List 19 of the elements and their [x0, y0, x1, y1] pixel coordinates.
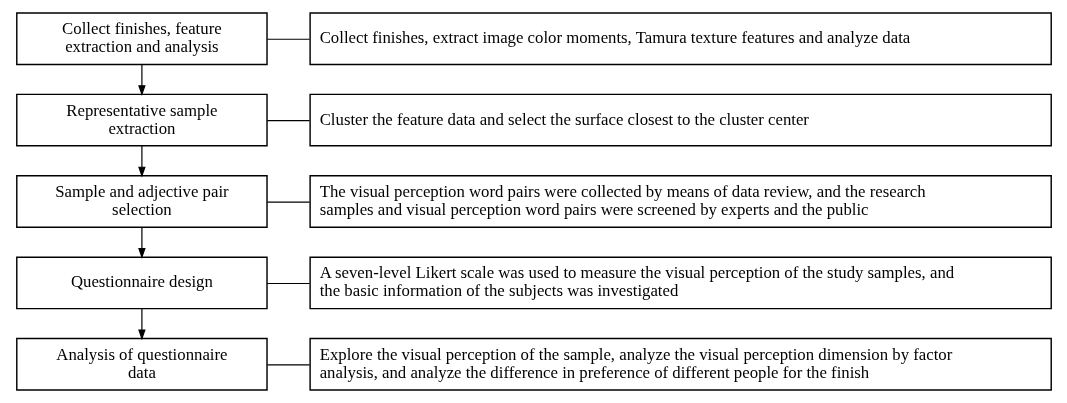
node-box: Questionnaire design	[15, 256, 268, 310]
node-box: The visual perception word pairs were collected by means of data review, and the research samples and visual perception word pairs were screened by experts and the public	[308, 175, 1052, 228]
node-box: A seven-level Likert scale was used to measure the visual perception of the study samples, and the basic information of the subjects was investigated	[308, 256, 1052, 310]
arrow	[137, 226, 146, 259]
arrow	[137, 145, 146, 178]
arrow	[137, 63, 146, 97]
connector	[266, 201, 310, 203]
node-box: Representative sample extraction	[15, 93, 268, 147]
connector	[266, 38, 310, 40]
node-box: Collect finishes, extract image color moments, Tamura texture features and analyze data	[308, 12, 1052, 66]
node-box: Analysis of questionnaire data	[15, 337, 268, 391]
arrow	[137, 308, 146, 341]
node-box: Sample and adjective pair selection	[15, 175, 268, 228]
connector	[266, 120, 310, 122]
node-box: Collect finishes, feature extraction and analysis	[15, 12, 268, 66]
connector	[266, 364, 310, 366]
node-box: Cluster the feature data and select the surface closest to the cluster center	[308, 93, 1052, 147]
connector	[266, 282, 310, 285]
node-box: Explore the visual perception of the sample, analyze the visual perception dimension by factor analysis, and analyze the difference in preference of different people for the finish	[308, 337, 1052, 391]
